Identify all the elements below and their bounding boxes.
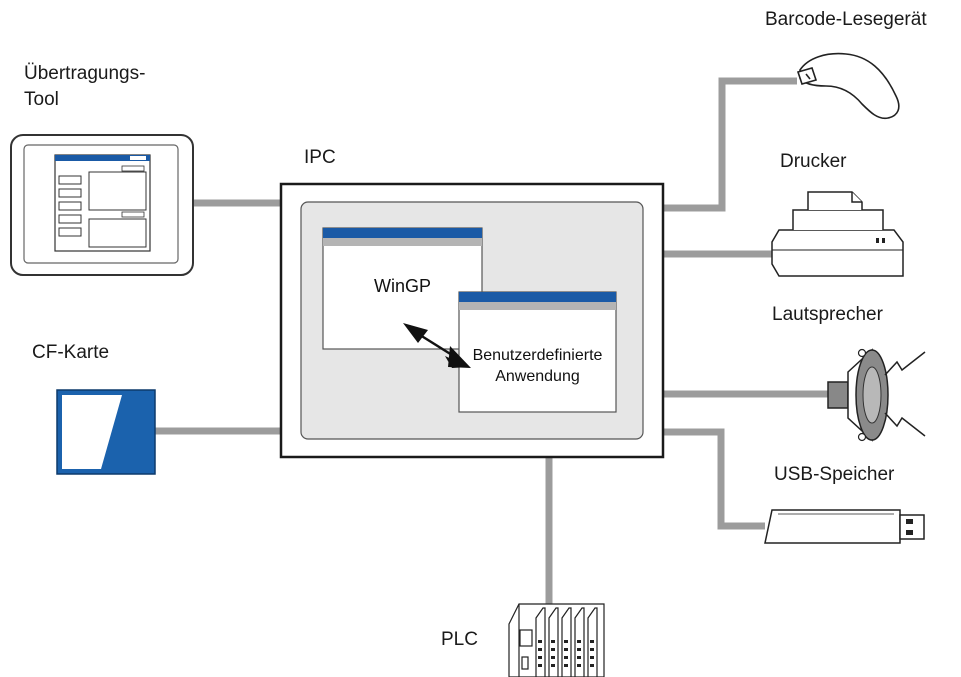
cf-card-icon <box>56 389 156 475</box>
label-printer: Drucker <box>780 151 847 172</box>
printer-icon <box>771 191 904 277</box>
custom-app-label-line2: Anwendung <box>495 368 580 385</box>
custom-app-window <box>458 291 617 413</box>
label-transfer-tool-line1: Übertragungs- <box>24 63 146 84</box>
label-plc: PLC <box>441 629 478 650</box>
connector-barcode <box>663 77 797 212</box>
connector-usb <box>663 428 765 530</box>
label-cf-card: CF-Karte <box>32 342 110 363</box>
label-ipc: IPC <box>304 147 336 168</box>
barcode-scanner-icon <box>796 52 900 120</box>
label-speaker: Lautsprecher <box>772 304 883 325</box>
communication-arrow <box>403 323 471 368</box>
speaker-icon <box>827 348 926 442</box>
label-barcode-reader: Barcode-Lesegerät <box>765 9 927 30</box>
transfer-tool-monitor-icon <box>10 134 194 276</box>
label-usb-storage: USB-Speicher <box>774 464 895 485</box>
plc-rack-icon <box>508 603 605 677</box>
connector-lines <box>155 77 828 604</box>
label-transfer-tool-line2: Tool <box>24 89 59 110</box>
wingp-window-title: WinGP <box>373 276 431 296</box>
wingp-window <box>322 227 483 350</box>
custom-app-label-line1: Benutzerdefinierte <box>472 347 603 364</box>
usb-stick-icon <box>764 509 925 544</box>
